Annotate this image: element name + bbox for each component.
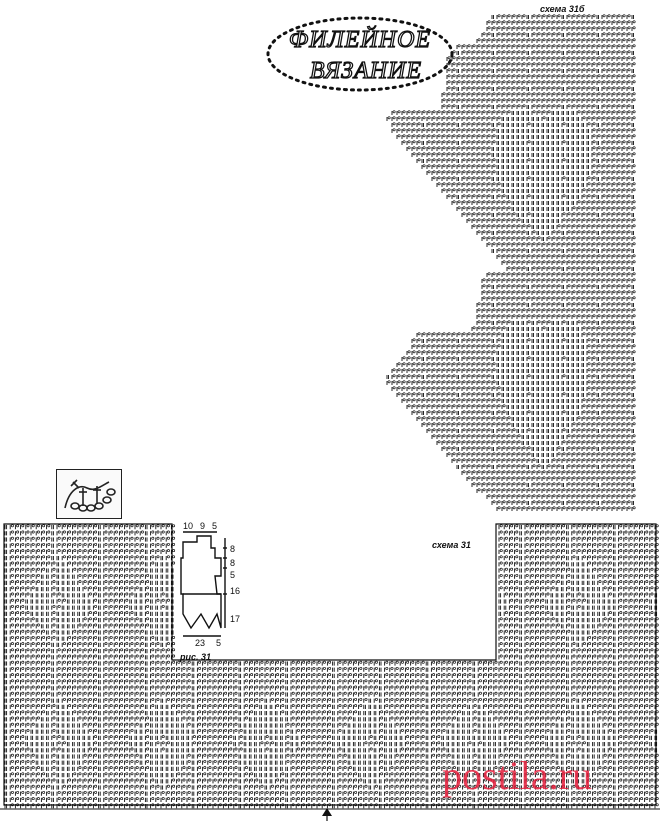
scheme-label-bottom: схема 31 <box>432 540 471 550</box>
fig-right-number-3: 5 <box>230 570 236 580</box>
watermark: postila.ru <box>442 753 592 798</box>
fig-top-number-1: 10 <box>183 521 194 531</box>
figure-label: рис. 31 <box>180 652 212 662</box>
fig-bottom-number-2: 5 <box>216 638 222 648</box>
title-line-1: ФИЛЕЙНОЕ <box>289 26 431 53</box>
filet-grid-bottom <box>0 523 660 810</box>
garment-figure <box>180 531 227 637</box>
stitch-legend-icon <box>64 479 116 512</box>
fig-right-number-1: 8 <box>230 544 236 554</box>
center-arrow-icon <box>322 808 332 821</box>
stitch-legend <box>56 469 122 519</box>
fig-right-number-2: 8 <box>230 558 236 568</box>
fig-top-number-2: 9 <box>200 521 206 531</box>
fig-top-number-3: 5 <box>212 521 218 531</box>
title-line-2: ВЯЗАНИЕ <box>310 58 422 84</box>
filet-grid-top <box>386 14 636 511</box>
fig-right-number-4: 16 <box>230 586 241 596</box>
fig-right-number-5: 17 <box>230 614 241 624</box>
scheme-label-top: схема 31б <box>540 4 585 14</box>
bottom-chart-outline <box>3 523 657 806</box>
title-badge: ФИЛЕЙНОЕ ВЯЗАНИЕ <box>266 16 454 92</box>
fig-bottom-number-1: 23 <box>195 638 206 648</box>
